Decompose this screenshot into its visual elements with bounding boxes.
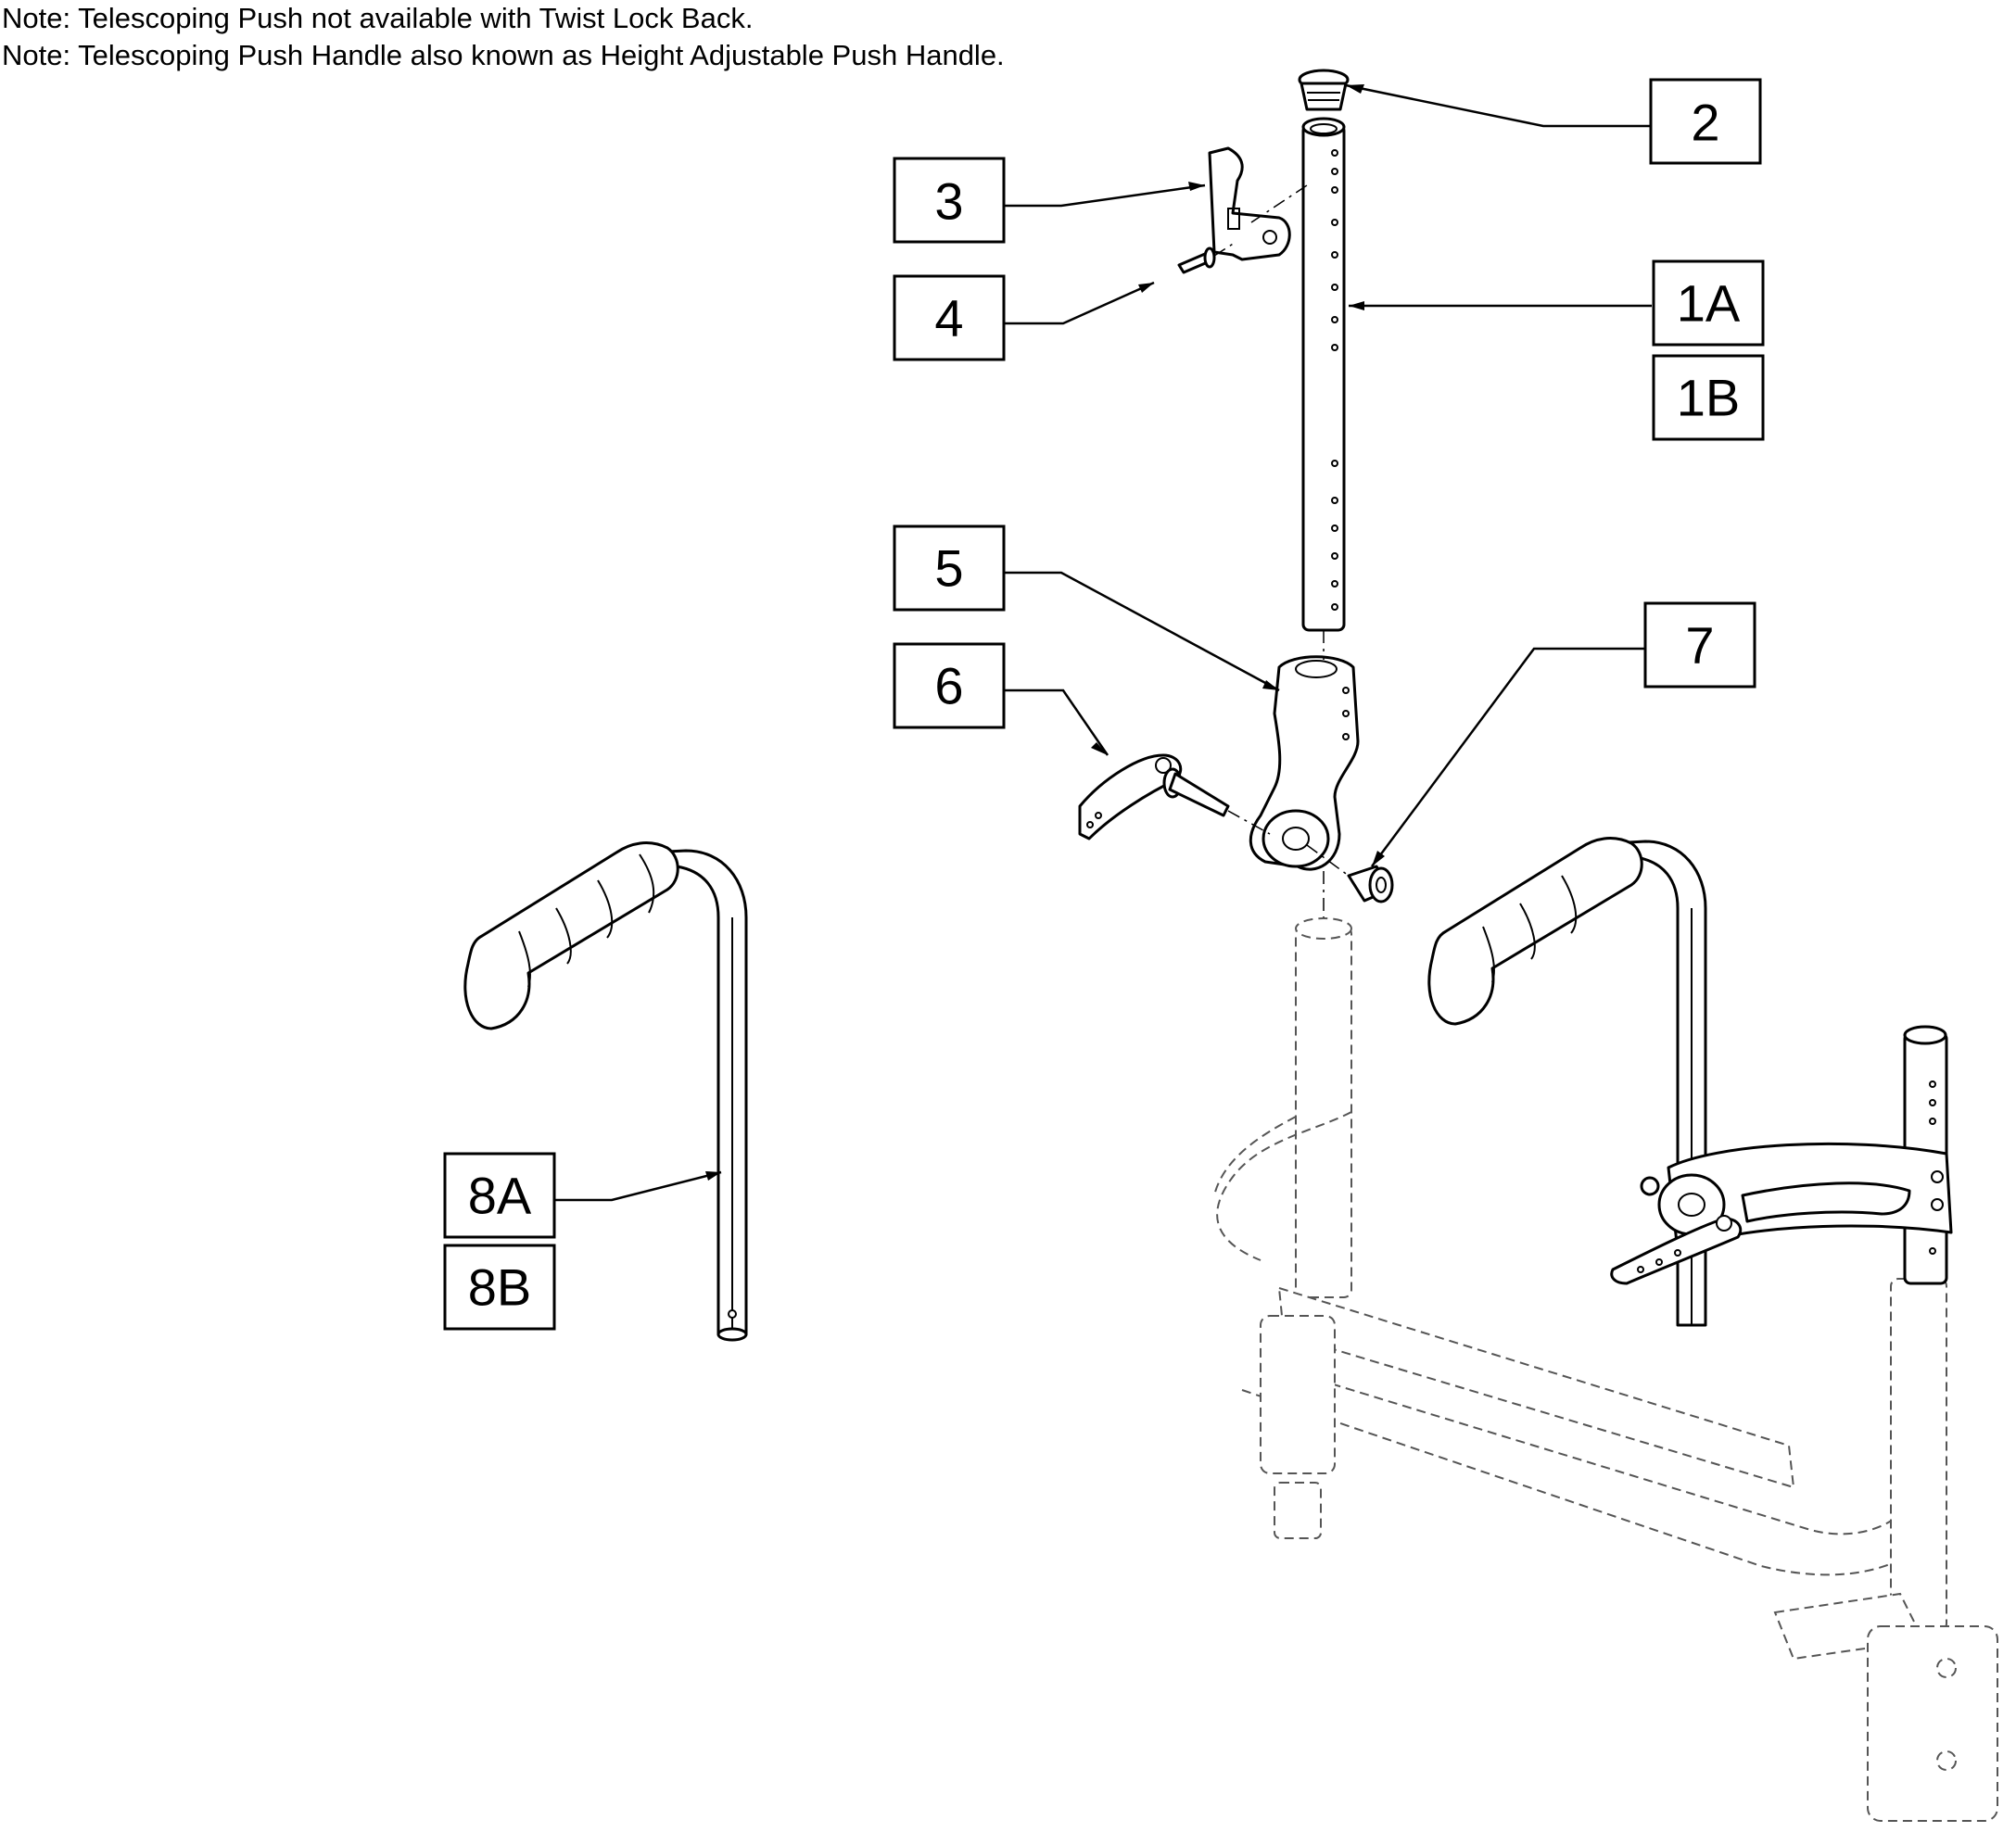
callout-6-label: 6 — [934, 657, 963, 715]
leader-lines — [554, 83, 1652, 1202]
callout-3-label: 3 — [934, 172, 963, 231]
part-6-lever — [1078, 753, 1230, 840]
part-2-end-cap — [1298, 69, 1350, 111]
callout-5: 5 — [893, 524, 1006, 612]
callout-4: 4 — [893, 274, 1006, 361]
axis-screw-3 — [1250, 184, 1308, 223]
callout-7: 7 — [1643, 601, 1756, 689]
callout-4-label: 4 — [934, 289, 963, 347]
note-twist-lock: Note: Telescoping Push not available wit… — [2, 2, 754, 34]
part-4-screw — [1177, 246, 1216, 274]
callout-2-label: 2 — [1691, 94, 1719, 152]
callout-6: 6 — [893, 642, 1006, 729]
note-height-adjustable: Note: Telescoping Push Handle also known… — [2, 39, 1005, 71]
tube-holes — [1331, 149, 1338, 611]
part-7-nut — [1347, 865, 1394, 903]
callout-2: 2 — [1649, 78, 1762, 165]
callout-7-label: 7 — [1685, 616, 1714, 675]
callout-5-label: 5 — [934, 539, 963, 598]
callout-8b-label: 8B — [468, 1258, 532, 1317]
callout-8a-label: 8A — [468, 1167, 532, 1225]
callout-1b-label: 1B — [1677, 369, 1741, 427]
ghost-frame — [1213, 917, 1998, 1822]
callout-8a: 8A — [443, 1152, 556, 1239]
callout-3: 3 — [893, 157, 1006, 244]
part-8-push-handle — [463, 841, 748, 1342]
axis-nut — [1306, 844, 1350, 877]
callout-8b: 8B — [443, 1244, 556, 1331]
axis-lever — [1227, 810, 1271, 835]
callout-1b: 1B — [1652, 354, 1765, 441]
assembled-push-handle — [1427, 837, 1953, 1327]
axis-screw-4 — [1213, 242, 1236, 257]
part-3-bracket — [1208, 146, 1291, 261]
part-5-clamp — [1249, 655, 1360, 871]
callout-1a: 1A — [1652, 259, 1765, 347]
callout-1a-label: 1A — [1677, 274, 1741, 333]
part-1-telescoping-tube — [1301, 117, 1346, 632]
